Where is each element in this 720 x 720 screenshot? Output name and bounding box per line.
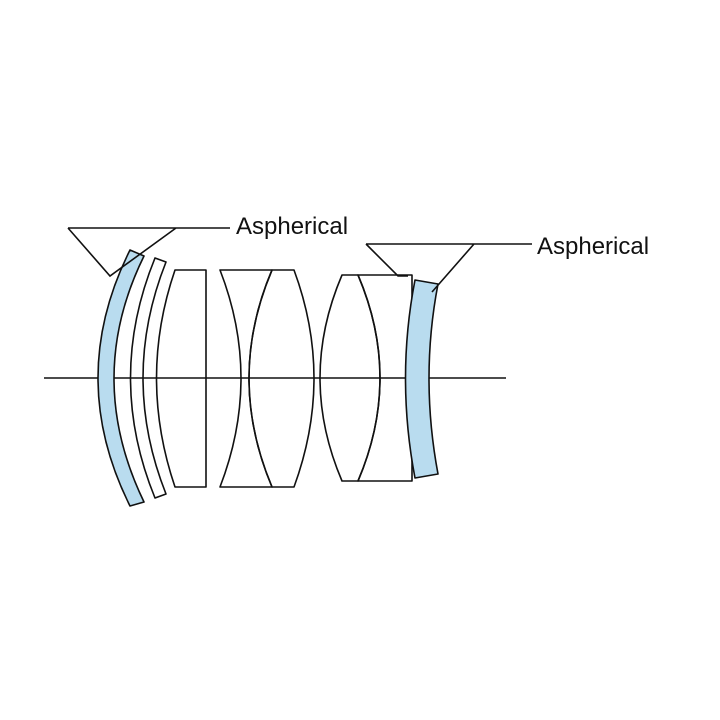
callout-leader-rear	[365, 243, 532, 293]
callout-leader-front	[67, 227, 230, 278]
lens-element-5	[248, 269, 315, 488]
lens-element-7	[357, 274, 413, 482]
aspherical-callout-front: Aspherical	[67, 213, 348, 278]
callout-label-rear: Aspherical	[537, 233, 649, 260]
lens-element-3	[155, 269, 207, 488]
aspherical-element-front	[97, 249, 145, 507]
aspherical-callout-rear: Aspherical	[365, 233, 649, 293]
aspherical-element-rear	[404, 279, 439, 479]
lens-element-2	[129, 257, 167, 499]
callout-label-front: Aspherical	[236, 213, 348, 240]
